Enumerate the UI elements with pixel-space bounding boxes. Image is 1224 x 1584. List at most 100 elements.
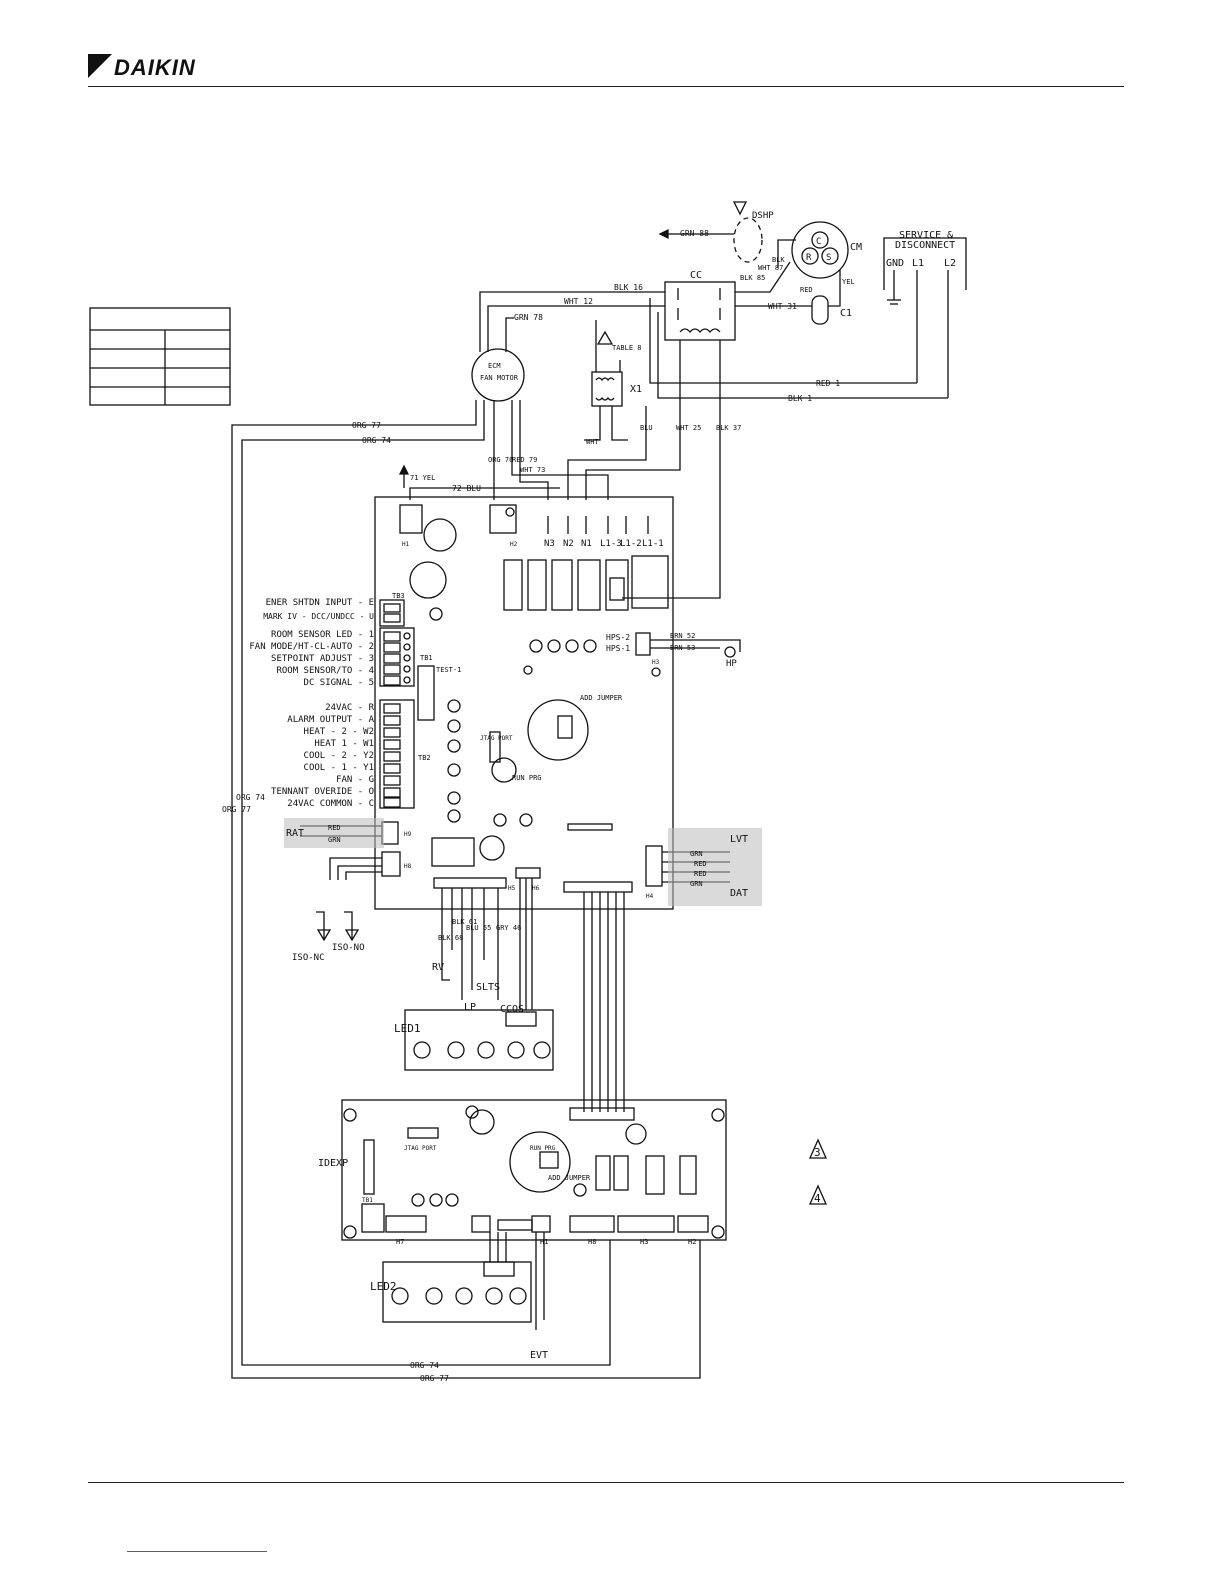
label-wht73: WHT 73 bbox=[520, 466, 545, 474]
label-cm: CM bbox=[850, 242, 862, 253]
sd-title-1: SERVICE & bbox=[899, 230, 953, 241]
label-exp-h2: H2 bbox=[688, 1238, 696, 1246]
label-org77-bottom: ORG 77 bbox=[420, 1374, 449, 1383]
label-grn88: GRN 88 bbox=[680, 229, 709, 238]
sd-gnd: GND bbox=[886, 258, 904, 269]
label-dshp: DSHP bbox=[752, 211, 774, 221]
label-x1: X1 bbox=[630, 384, 642, 395]
label-blk1: BLK 1 bbox=[788, 394, 812, 403]
ecm-fan-motor bbox=[471, 348, 525, 402]
tb2-label-y1: COOL - 1 - Y1 bbox=[304, 763, 374, 773]
label-h9: H9 bbox=[404, 831, 412, 838]
label-table8: TABLE 8 bbox=[612, 344, 642, 352]
compressor-motor bbox=[791, 221, 849, 279]
label-h1: H1 bbox=[402, 541, 410, 548]
label-brn53: BRN 53 bbox=[670, 644, 695, 652]
label-lvt-red: RED bbox=[694, 860, 707, 868]
label-org74-top: ORG 74 bbox=[362, 436, 391, 445]
tb2-label-w2: HEAT - 2 - W2 bbox=[304, 727, 374, 737]
label-run-prg: RUN PRG bbox=[512, 774, 542, 782]
label-idexp: IDEXP bbox=[318, 1158, 348, 1169]
label-wht87: WHT 87 bbox=[758, 264, 783, 272]
label-h4: H4 bbox=[646, 893, 654, 900]
terminal-l1-2: L1-2 bbox=[620, 539, 642, 549]
label-exp-h8: H8 bbox=[588, 1238, 596, 1246]
daikin-logo: DAIKIN bbox=[88, 52, 228, 82]
label-lp: LP bbox=[464, 1002, 476, 1013]
label-org76: ORG 76 bbox=[488, 456, 513, 464]
label-jtag-exp: JTAG PORT bbox=[404, 1145, 437, 1152]
label-led2: LED2 bbox=[370, 1280, 397, 1293]
label-blk16: BLK 16 bbox=[614, 283, 643, 292]
tb1-label-4: ROOM SENSOR/TO - 4 bbox=[276, 666, 374, 676]
footer-rule bbox=[88, 1482, 1124, 1483]
wire-org74 bbox=[241, 400, 611, 1366]
tb2-label-c: 24VAC COMMON - C bbox=[287, 799, 374, 809]
terminal-n3: N3 bbox=[544, 539, 555, 549]
led1-board bbox=[404, 1009, 554, 1071]
label-yel: YEL bbox=[842, 278, 855, 286]
label-wht31: WHT 31 bbox=[768, 302, 797, 311]
sd-title-2: DISCONNECT bbox=[895, 240, 955, 251]
tb1-label-1: ROOM SENSOR LED - 1 bbox=[271, 630, 374, 640]
label-evt: EVT bbox=[530, 1350, 548, 1361]
label-blu72: 72 BLU bbox=[452, 484, 481, 493]
transformer-x1 bbox=[591, 371, 623, 407]
label-test1: TEST-1 bbox=[436, 666, 461, 674]
label-slts: SLTS bbox=[476, 982, 500, 993]
label-r: R bbox=[806, 253, 812, 263]
label-blu: BLU bbox=[640, 424, 653, 432]
label-fan-motor-1: ECM bbox=[488, 362, 501, 370]
tb2-label-y2: COOL - 2 - Y2 bbox=[304, 751, 374, 761]
terminal-n1: N1 bbox=[581, 539, 592, 549]
header-rule bbox=[88, 86, 1124, 87]
sd-l1: L1 bbox=[912, 258, 924, 269]
label-brn52: BRN 52 bbox=[670, 632, 695, 640]
tb3-label-u: MARK IV - DCC/UNDCC - U bbox=[263, 612, 374, 621]
label-hp: HP bbox=[726, 659, 737, 669]
label-wht12: WHT 12 bbox=[564, 297, 593, 306]
label-red79: RED 79 bbox=[512, 456, 537, 464]
label-fan-motor-2: FAN MOTOR bbox=[480, 374, 519, 382]
label-exp-tb1: TB1 bbox=[362, 1197, 373, 1204]
service-disconnect bbox=[883, 237, 967, 398]
wire-org77 bbox=[231, 400, 701, 1379]
brand-name: DAIKIN bbox=[114, 55, 196, 80]
label-gry46: GRY 46 bbox=[496, 924, 521, 932]
label-blk37: BLK 37 bbox=[716, 424, 741, 432]
rat-highlight bbox=[284, 818, 384, 848]
label-hps2: HPS-2 bbox=[606, 633, 630, 642]
tb1-label-2: FAN MODE/HT-CL-AUTO - 2 bbox=[249, 642, 374, 652]
wire-blk16 bbox=[479, 291, 665, 352]
label-c1: C1 bbox=[840, 308, 852, 319]
label-c: C bbox=[816, 237, 821, 247]
idexp-board bbox=[341, 1099, 727, 1241]
note-4-marker-icon bbox=[732, 201, 748, 216]
label-s: S bbox=[826, 253, 831, 263]
label-org74-bottom: ORG 74 bbox=[410, 1361, 439, 1370]
tb2-label-g: FAN - G bbox=[336, 775, 374, 785]
label-rat-red: RED bbox=[328, 824, 341, 832]
label-rat-grn: GRN bbox=[328, 836, 341, 844]
wire-wht12 bbox=[487, 305, 665, 352]
label-h3: H3 bbox=[652, 659, 660, 666]
label-yel71: 71 YEL bbox=[410, 474, 435, 482]
label-cc: CC bbox=[690, 270, 702, 281]
label-grn78: GRN 78 bbox=[514, 313, 543, 322]
label-exp-h1: H1 bbox=[540, 1238, 548, 1246]
label-dat-red: RED bbox=[694, 870, 707, 878]
lvt-dat-highlight bbox=[668, 828, 762, 906]
label-iso-nc: ISO-NC bbox=[292, 953, 325, 963]
label-blk61: BLK 61 bbox=[452, 918, 477, 926]
capacitor-c1 bbox=[811, 295, 829, 325]
note-3-number: 3 bbox=[814, 1146, 821, 1159]
label-iso-no: ISO-NO bbox=[332, 943, 365, 953]
label-rat: RAT bbox=[286, 828, 304, 839]
terminal-n2: N2 bbox=[563, 539, 574, 549]
label-rv: RV bbox=[432, 962, 444, 973]
tb2-label-r: 24VAC - R bbox=[325, 703, 374, 713]
note-4-number: 4 bbox=[814, 1192, 821, 1205]
main-control-board bbox=[374, 496, 674, 910]
note-3-marker-icon bbox=[596, 330, 614, 345]
